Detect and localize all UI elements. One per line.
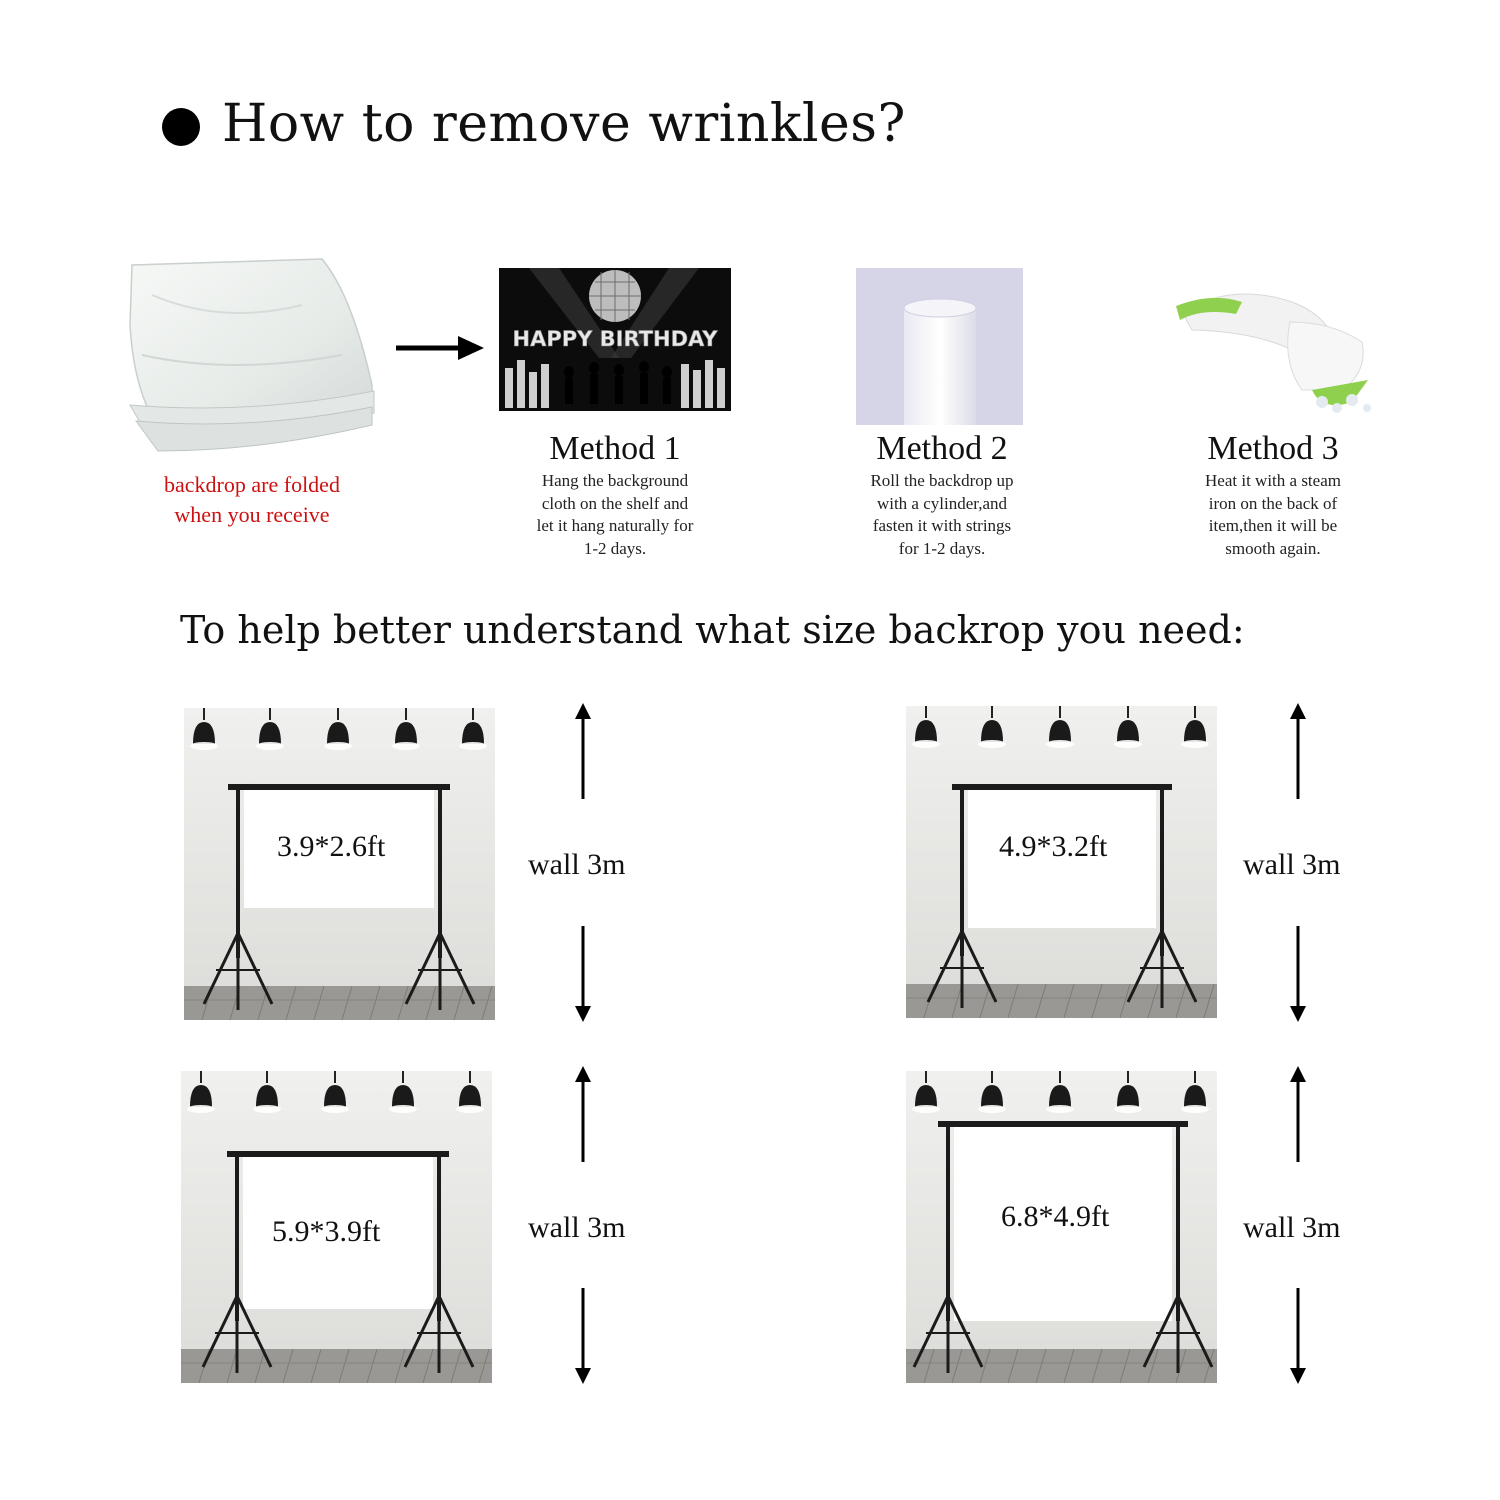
folded-caption: backdrop are folded when you receive — [120, 470, 384, 530]
method-2-desc-line: with a cylinder,and — [876, 493, 1008, 513]
method-3-desc: Heat it with a steam iron on the back of… — [1153, 470, 1393, 560]
folded-caption-line: when you receive — [174, 502, 330, 527]
bullet-icon — [162, 108, 200, 146]
arrow-down-icon — [573, 1288, 593, 1384]
wall-label-1: wall 3m — [528, 848, 626, 881]
method-1-desc-line: let it hang naturally for — [536, 516, 694, 535]
method-2-image — [856, 268, 1023, 425]
wall-label-4: wall 3m — [1243, 1211, 1341, 1244]
method-3-title: Method 3 — [1207, 430, 1339, 467]
size-label-1: 3.9*2.6ft — [277, 830, 386, 863]
method-1-image: HAPPY BIRTHDAY — [499, 268, 731, 411]
arrow-up-icon — [573, 1066, 593, 1162]
arrow-up-icon — [1288, 1066, 1308, 1162]
folded-backdrop-image — [122, 255, 380, 455]
method-2-desc-line: Roll the backdrop up — [870, 471, 1014, 490]
arrow-down-icon — [573, 926, 593, 1022]
method-3-desc-line: Heat it with a steam — [1205, 471, 1341, 490]
method-1-desc-line: cloth on the shelf and — [541, 493, 689, 513]
arrow-down-icon — [1288, 926, 1308, 1022]
arrow-up-icon — [573, 703, 593, 799]
method-1-image-text: HAPPY BIRTHDAY — [513, 327, 719, 351]
arrow-up-icon — [1288, 703, 1308, 799]
size-panel-4 — [906, 1071, 1217, 1383]
method-1-title: Method 1 — [549, 430, 681, 467]
method-2-desc-line: for 1-2 days. — [898, 538, 986, 558]
wall-label-2: wall 3m — [1243, 848, 1341, 881]
method-1-desc-line: Hang the background — [541, 471, 689, 490]
method-3-image — [1172, 262, 1376, 414]
section-title-wrinkles: How to remove wrinkles? — [222, 94, 906, 154]
size-label-3: 5.9*3.9ft — [272, 1215, 381, 1248]
method-2-desc: Roll the backdrop up with a cylinder,and… — [822, 470, 1062, 560]
size-panel-1 — [184, 708, 495, 1020]
size-panel-3 — [181, 1071, 492, 1383]
size-panel-2 — [906, 706, 1217, 1018]
folded-caption-line: backdrop are folded — [164, 472, 340, 497]
size-label-2: 4.9*3.2ft — [999, 830, 1108, 863]
method-3-desc-line: smooth again. — [1225, 538, 1321, 558]
method-3-desc-line: iron on the back of — [1208, 493, 1338, 513]
method-2-desc-line: fasten it with strings — [872, 516, 1012, 535]
method-3-desc-line: item,then it will be — [1208, 516, 1338, 535]
method-1-desc-line: 1-2 days. — [583, 538, 647, 558]
arrow-down-icon — [1288, 1288, 1308, 1384]
method-1-desc: Hang the background cloth on the shelf a… — [495, 470, 735, 560]
wall-label-3: wall 3m — [528, 1211, 626, 1244]
method-2-title: Method 2 — [876, 430, 1008, 467]
arrow-right-icon — [392, 330, 488, 366]
section-title-size: To help better understand what size back… — [180, 608, 1245, 652]
size-label-4: 6.8*4.9ft — [1001, 1200, 1110, 1233]
